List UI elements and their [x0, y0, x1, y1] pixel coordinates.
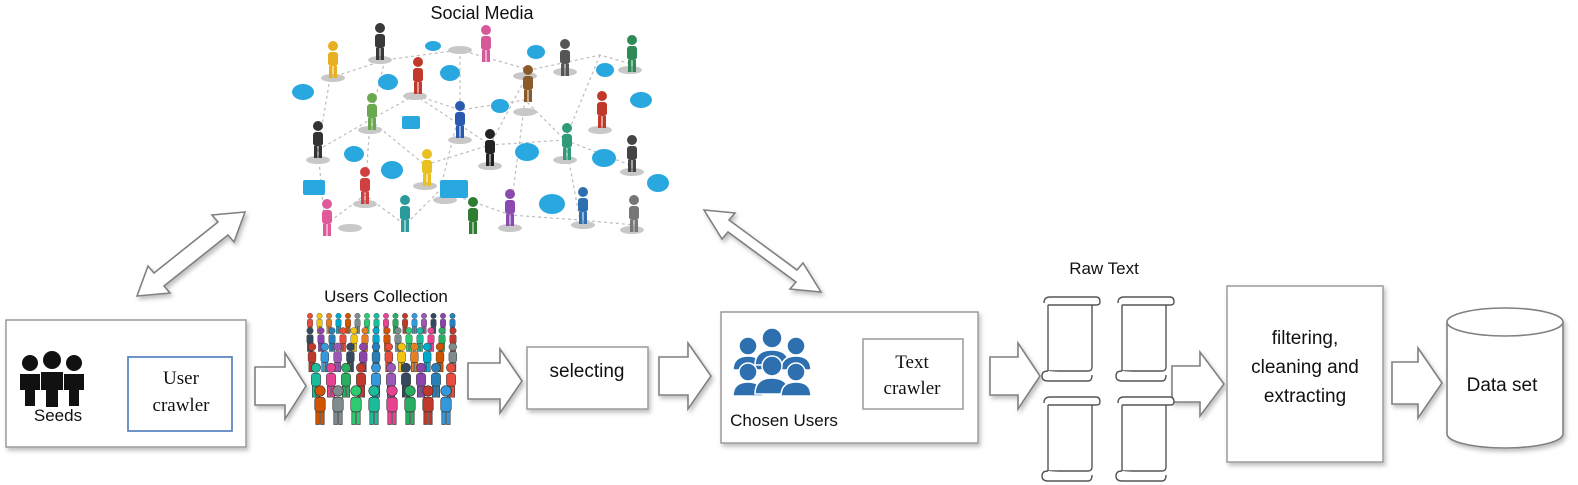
text-crawler-label-line1: Text [895, 352, 929, 373]
raw-text-label: Raw Text [1069, 259, 1139, 278]
scroll-document-icon [1041, 296, 1101, 382]
social-chosen-double-arrow [702, 209, 823, 293]
speech-bubbles [292, 41, 669, 214]
crowd-person [350, 385, 362, 426]
text-crawler-box [862, 338, 964, 410]
scroll-document-icon [1115, 396, 1175, 482]
arrow-selecting-to-chosen [658, 340, 712, 412]
arrow-chosen-to-rawtext [989, 340, 1041, 412]
user-group-icon [732, 327, 812, 397]
user-crawler-label-line2: crawler [153, 395, 211, 416]
filtering-label-line1: filtering, [1272, 328, 1339, 349]
chosen-users-box: Chosen Users Text crawler [720, 311, 979, 444]
scroll-document-icon [1115, 296, 1175, 382]
crowd-icon [306, 312, 458, 426]
text-crawler-label-line2: crawler [884, 378, 942, 399]
social-network-illustration [292, 23, 669, 236]
crowd-person [422, 385, 434, 426]
crowd-person [332, 385, 344, 426]
selecting-box: selecting [526, 346, 649, 410]
crowd-person [386, 385, 398, 426]
arrow-filtering-to-dataset [1391, 345, 1443, 421]
data-set-label: Data set [1467, 375, 1538, 396]
filtering-label-line3: extracting [1264, 386, 1346, 407]
crowd-person [314, 385, 326, 426]
arrow-collection-to-selecting [467, 346, 523, 416]
filtering-box: filtering, cleaning and extracting [1226, 285, 1384, 463]
crowd-person [411, 312, 418, 334]
arrow-seeds-to-collection [254, 350, 307, 422]
raw-text-documents [1041, 296, 1175, 482]
database-cylinder-icon [1446, 307, 1564, 449]
arrow-rawtext-to-filtering [1171, 349, 1225, 419]
users-collection-label: Users Collection [324, 287, 448, 306]
seeds-label: Seeds [34, 406, 82, 425]
crowd-person [440, 385, 452, 426]
seeds-box: Seeds User crawler [5, 319, 247, 448]
filtering-label-line2: cleaning and [1251, 357, 1359, 378]
user-crawler-box [127, 356, 233, 432]
scroll-document-icon [1041, 396, 1101, 482]
crowd-person [404, 385, 416, 426]
people-group-icon [20, 351, 84, 407]
selecting-label: selecting [550, 361, 625, 382]
chosen-users-label: Chosen Users [730, 411, 838, 430]
social-media-label: Social Media [430, 3, 534, 23]
crowd-person [368, 385, 380, 426]
seeds-social-double-arrow [135, 211, 247, 297]
user-crawler-label-line1: User [163, 368, 200, 389]
